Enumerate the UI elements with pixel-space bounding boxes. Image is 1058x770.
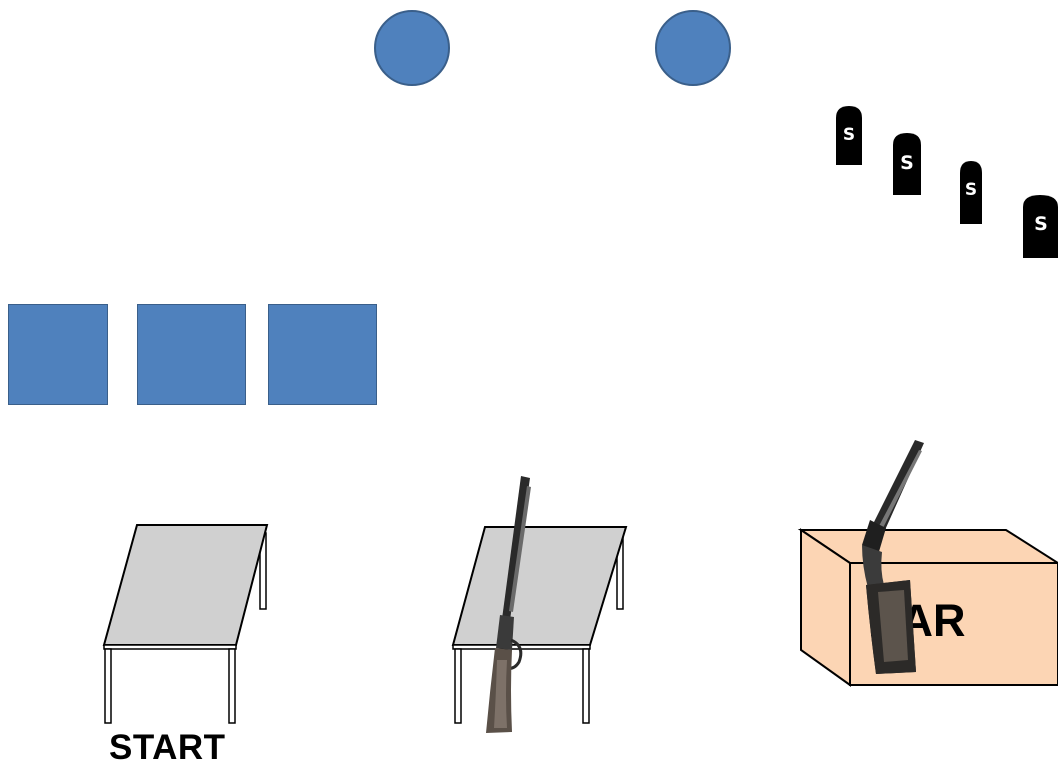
silhouette-target-4: S <box>1023 195 1058 258</box>
silhouette-letter: S <box>1034 213 1048 235</box>
square-target-1 <box>8 304 108 405</box>
table-start <box>102 524 269 724</box>
circle-target-left <box>374 10 450 86</box>
silhouette-target-3: S <box>960 161 982 224</box>
shotgun-stock-grain <box>878 590 908 662</box>
square-target-3 <box>268 304 377 405</box>
circle-target-right <box>655 10 731 86</box>
silhouette-letter: S <box>900 152 914 174</box>
silhouette-target-1: S <box>836 106 862 165</box>
square-target-2 <box>137 304 246 405</box>
silhouette-letter: S <box>965 180 977 200</box>
lever-action-rifle-icon <box>486 476 531 733</box>
table-rifle <box>451 526 628 724</box>
silhouette-target-2: S <box>893 133 921 195</box>
start-label: START <box>109 728 226 767</box>
silhouette-letter: S <box>843 125 855 145</box>
